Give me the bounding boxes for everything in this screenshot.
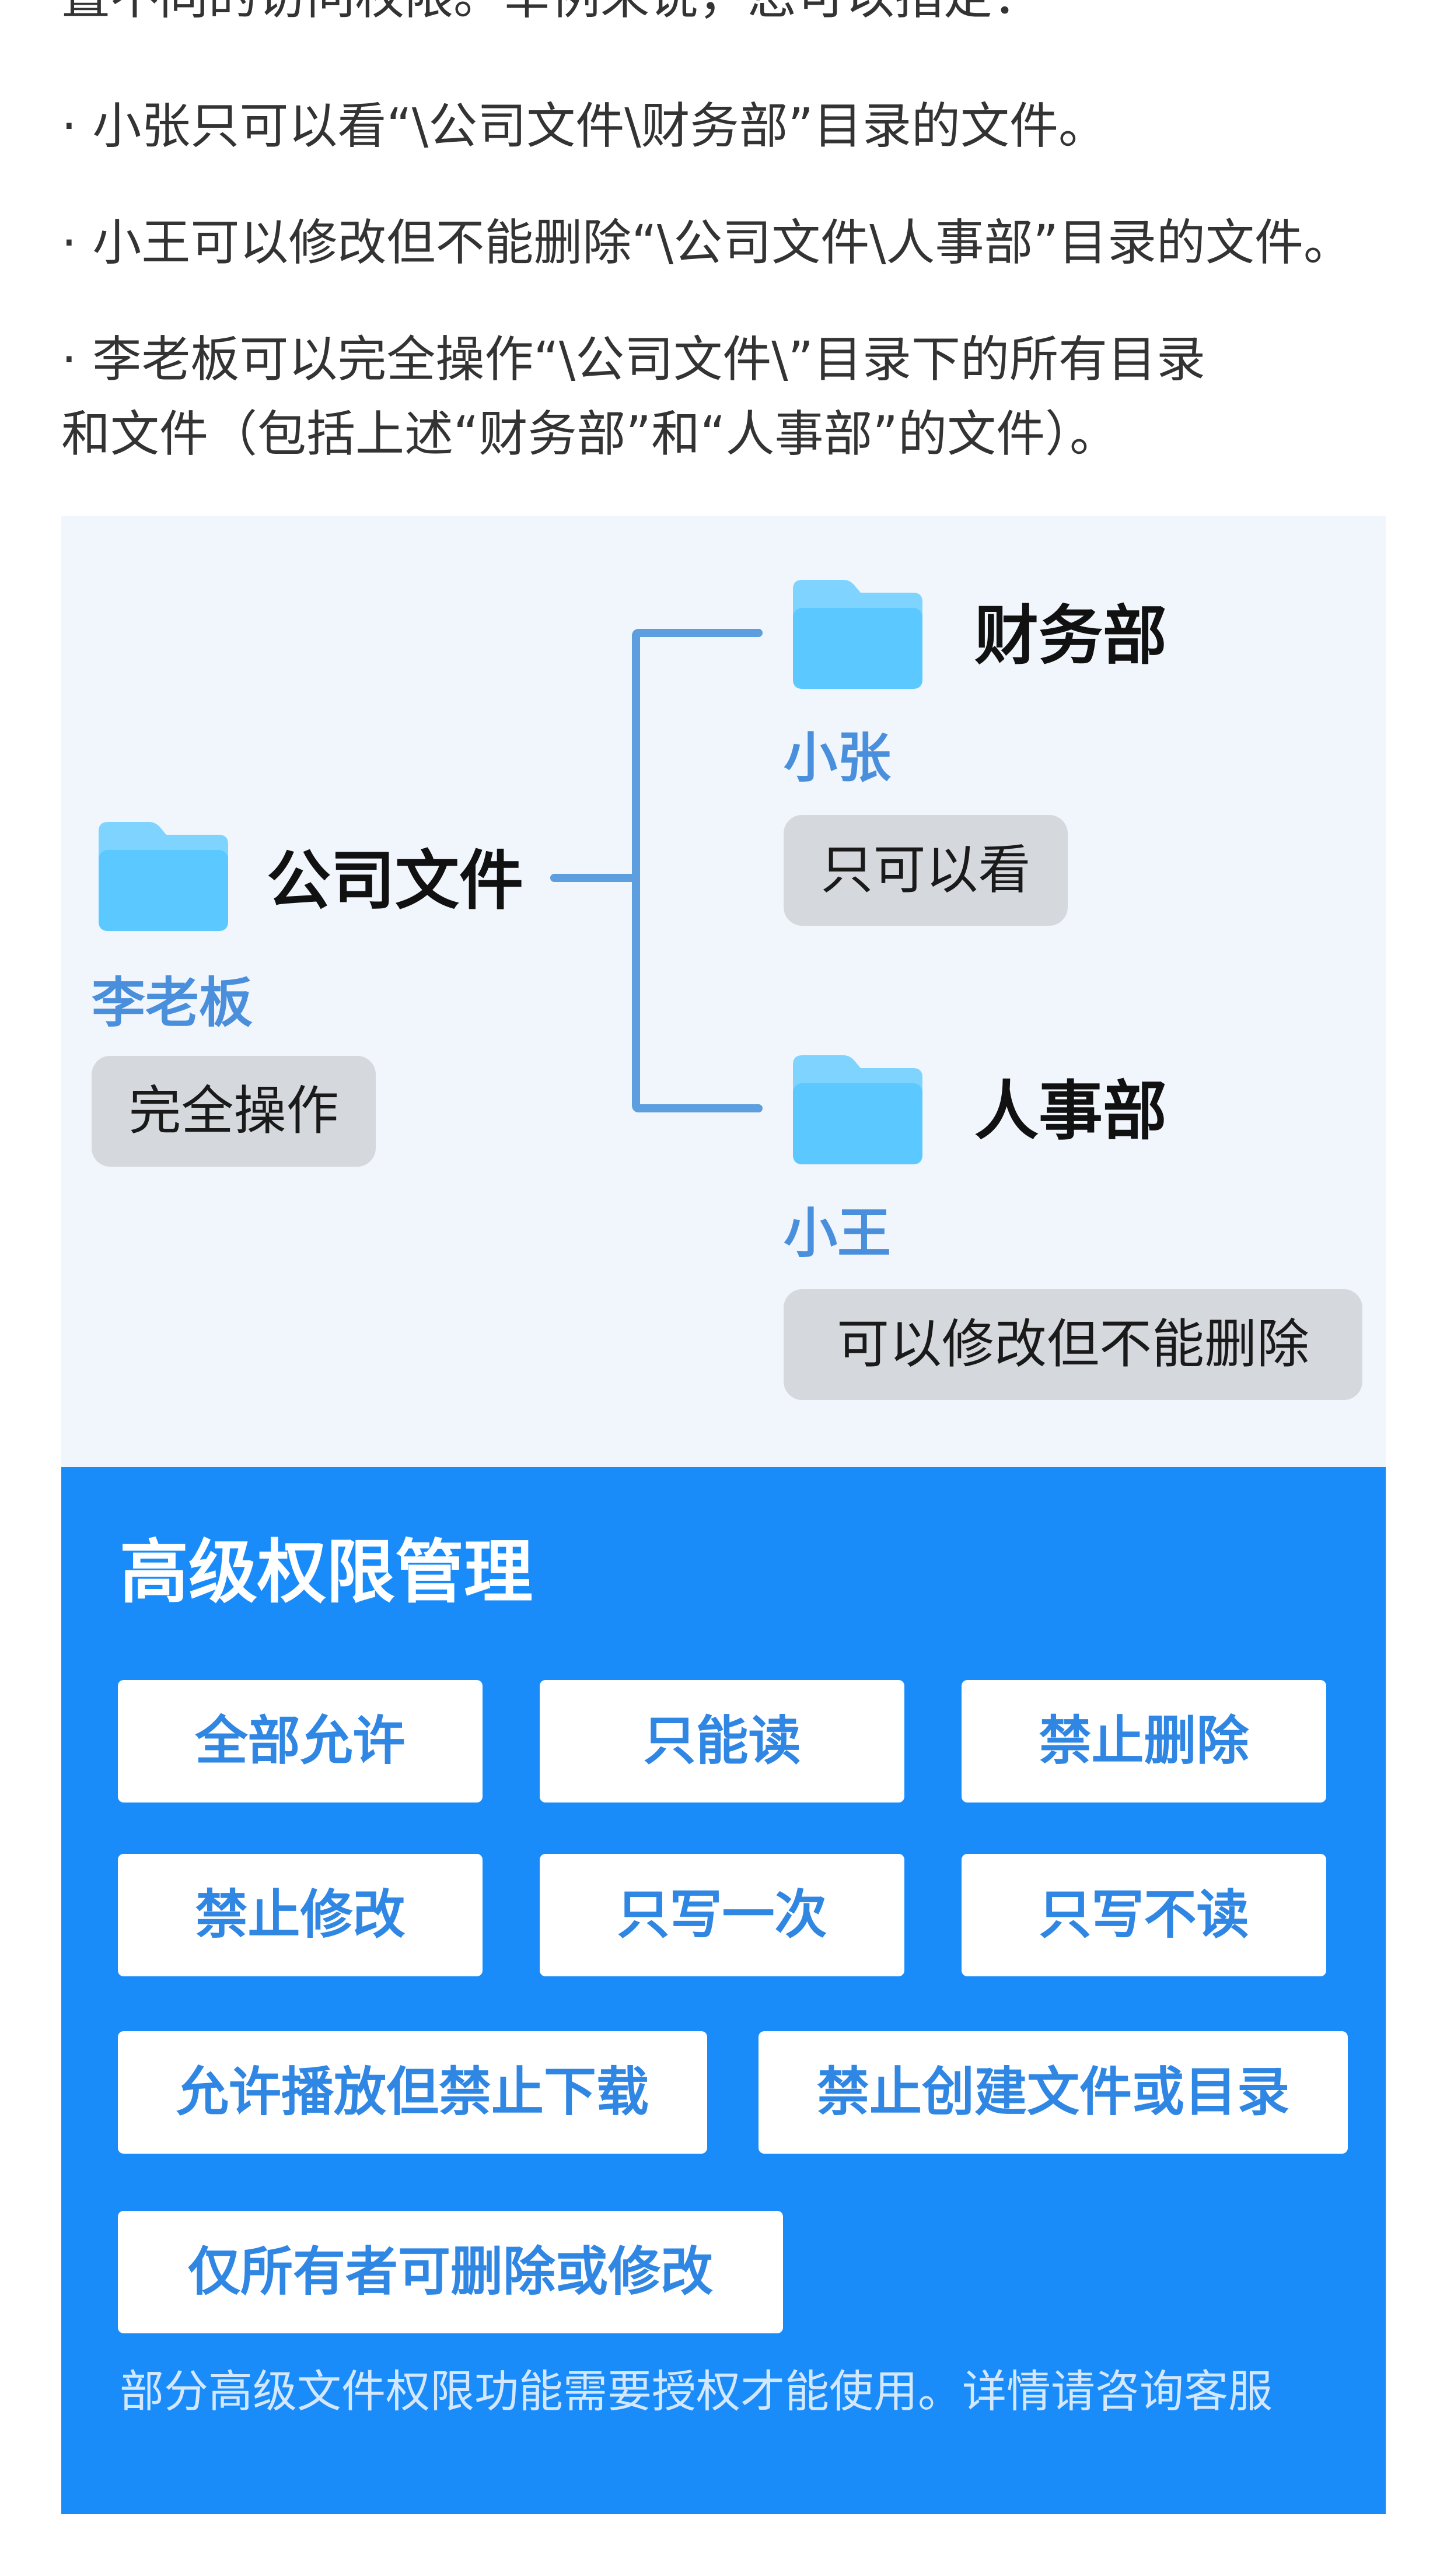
panel-title: 高级权限管理 <box>120 1532 533 1612</box>
intro-text-line: 和文件（包括上述“财务部”和“人事部”的文件）。 <box>61 405 1119 463</box>
child-permission-tag: 只可以看 <box>784 815 1068 926</box>
intro-text-line: · 李老板可以完全操作“\公司文件\”目录下的所有目录 <box>61 331 1206 388</box>
folder-icon <box>793 1055 922 1164</box>
option-write-no-read-button[interactable]: 只写不读 <box>962 1854 1326 1976</box>
advanced-permission-panel: 高级权限管理 全部允许 只能读 禁止删除 禁止修改 只写一次 只写不读 允许播放… <box>61 1467 1386 2514</box>
option-no-modify-button[interactable]: 禁止修改 <box>118 1854 483 1976</box>
folder-icon <box>99 822 228 931</box>
option-play-no-download-button[interactable]: 允许播放但禁止下载 <box>118 2031 707 2154</box>
option-no-delete-button[interactable]: 禁止删除 <box>962 1680 1326 1803</box>
root-folder-name: 公司文件 <box>267 844 523 918</box>
child-user-name: 小张 <box>784 727 892 789</box>
child-permission-tag: 可以修改但不能删除 <box>784 1289 1362 1400</box>
option-no-create-button[interactable]: 禁止创建文件或目录 <box>759 2031 1348 2154</box>
folder-icon <box>793 580 922 689</box>
intro-text-line: · 小张只可以看“\公司文件\财务部”目录的文件。 <box>61 97 1108 155</box>
child-user-name: 小王 <box>784 1202 892 1265</box>
root-user-name: 李老板 <box>92 972 253 1034</box>
child-folder-name: 人事部 <box>974 1074 1167 1149</box>
tree-connector-lines <box>550 629 763 1112</box>
intro-text-line: 置不同的访问权限。举例来说，您可以指定： <box>61 0 1392 34</box>
root-permission-tag: 完全操作 <box>92 1056 376 1167</box>
intro-text-line: · 小王可以修改但不能删除“\公司文件\人事部”目录的文件。 <box>61 214 1353 271</box>
child-folder-name: 财务部 <box>974 598 1167 673</box>
permission-diagram: 公司文件 李老板 完全操作 财务部 小张 只可以看 人事部 小王 可以修改但不能… <box>61 516 1386 1467</box>
license-note: 部分高级文件权限功能需要授权才能使用。详情请咨询客服 <box>120 2365 1273 2417</box>
option-write-once-button[interactable]: 只写一次 <box>540 1854 904 1976</box>
option-owner-only-button[interactable]: 仅所有者可删除或修改 <box>118 2211 783 2333</box>
option-allow-all-button[interactable]: 全部允许 <box>118 1680 483 1803</box>
option-read-only-button[interactable]: 只能读 <box>540 1680 904 1803</box>
